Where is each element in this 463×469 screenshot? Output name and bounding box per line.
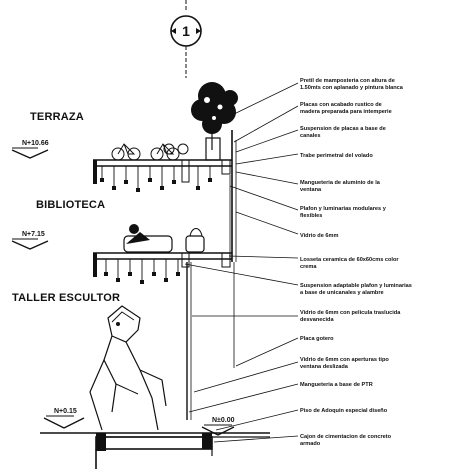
level-mark-ground: N±0.00 bbox=[212, 417, 235, 424]
note-9-line-2: a base de unicanales y alambre bbox=[300, 290, 384, 296]
note-11-line-1: Placa gotero bbox=[300, 336, 334, 342]
note-3-line-2: canales bbox=[300, 133, 321, 139]
note-12-line-1: Vidrio de 6mm con aperturas tipo bbox=[300, 357, 389, 363]
library-slab bbox=[93, 252, 232, 277]
level-mark-terraza: N+10.66 bbox=[22, 140, 49, 147]
note-2-line-1: Placas con acabado rustico de bbox=[300, 102, 382, 108]
level-labels: TERRAZA BIBLIOTECA TALLER ESCULTOR bbox=[12, 111, 120, 304]
note-6-line-2: flexibles bbox=[300, 213, 322, 219]
ground-foundation bbox=[40, 432, 270, 469]
note-13-line-1: Mangueteria a base de PTR bbox=[300, 382, 373, 388]
note-1-line-1: Pretil de mamposteria con altura de bbox=[300, 78, 395, 84]
library-ceiling-fixtures bbox=[104, 259, 180, 284]
note-12-line-2: ventana deslizada bbox=[300, 364, 349, 370]
terrace-bicycles bbox=[111, 143, 189, 161]
note-8-line-2: crema bbox=[300, 264, 317, 270]
level-mark-biblioteca: N+7.15 bbox=[22, 231, 45, 238]
note-1-line-2: 1.50mts con aplanado y pintura blanca bbox=[300, 85, 404, 91]
note-10-line-2: desvanecida bbox=[300, 317, 334, 323]
note-9-line-1: Suspension adaptable plafon y luminarias bbox=[300, 283, 412, 289]
note-7-line-1: Vidrio de 6mm bbox=[300, 233, 338, 239]
note-15-line-1: Cajon de cimentacion de concreto bbox=[300, 434, 392, 440]
annotation-notes: Pretil de mamposteria con altura de 1.50… bbox=[300, 78, 412, 447]
axis-label: 1 bbox=[182, 23, 190, 39]
note-15-line-2: armado bbox=[300, 441, 321, 447]
sculptor-figure bbox=[89, 305, 167, 431]
note-4-line-1: Trabe perimetral del volado bbox=[300, 153, 373, 159]
level-name-biblioteca: BIBLIOTECA bbox=[36, 199, 105, 211]
terrace-ceiling-fixtures bbox=[100, 166, 212, 192]
note-3-line-1: Suspension de placas a base de bbox=[300, 126, 386, 132]
note-6-line-1: Plafon y luminarias modulares y bbox=[300, 206, 387, 212]
level-name-taller: TALLER ESCULTOR bbox=[12, 292, 120, 304]
level-marks: N+10.66 N+7.15 N+0.15 N±0.00 bbox=[11, 140, 235, 436]
axis-marker: 1 bbox=[170, 0, 202, 78]
note-5-line-2: ventana bbox=[300, 187, 322, 193]
note-5-line-1: Mangueteria de aluminio de la bbox=[300, 180, 381, 186]
note-10-line-1: Vidrio de 6mm con pelicula traslucida bbox=[300, 310, 401, 316]
level-name-terraza: TERRAZA bbox=[30, 111, 84, 123]
facade bbox=[186, 130, 237, 420]
terrace-plants bbox=[191, 82, 238, 161]
note-2-line-2: madera preparada para intemperie bbox=[300, 109, 392, 115]
note-8-line-1: Losseta ceramica de 60x60cms color bbox=[300, 257, 399, 263]
level-mark-taller: N+0.15 bbox=[54, 408, 77, 415]
library-furniture bbox=[123, 224, 205, 253]
leader-lines bbox=[184, 82, 299, 443]
note-14-line-1: Piso de Adoquin especial diseño bbox=[300, 408, 388, 414]
